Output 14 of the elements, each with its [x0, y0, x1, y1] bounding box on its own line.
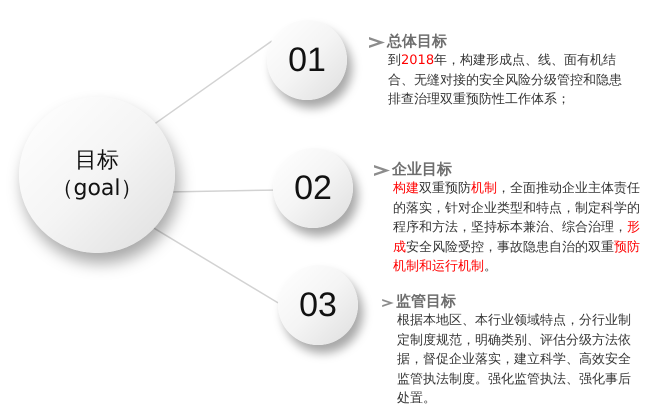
section-heading: 监管目标: [396, 291, 456, 311]
connector-line: [154, 228, 278, 304]
node-subtitle: （goal）: [51, 175, 143, 203]
description-text: 构建双重预防机制，全面推动企业主体责任的落实，针对企业类型和特点，制定科学的程序和方法，坚持标本兼治、综合治理，形成安全风险受控，事故隐患自治的双重预防机制和运行机制。: [393, 180, 641, 276]
step-number: 03: [299, 285, 337, 325]
description-text: 根据本地区、本行业领域特点，分行业制定制度规范，明确类别、评估分级方法依据，督促企业落实，建立科学、高效安全监管执法制度。强化监管执法、强化事后处置。: [397, 312, 632, 405]
description-text: 到2018年，构建形成点、线、面有机结合、无缝对接的安全风险分级管控和隐患排查治理双重预防性工作体系；: [388, 52, 623, 109]
connector-line: [173, 189, 274, 193]
step-number: 01: [288, 40, 326, 80]
connector-line: [154, 40, 272, 124]
step-number: 02: [294, 168, 332, 208]
node-title: 目标: [75, 147, 119, 175]
section-heading: 企业目标: [392, 159, 452, 179]
section-heading: 总体目标: [387, 31, 447, 51]
